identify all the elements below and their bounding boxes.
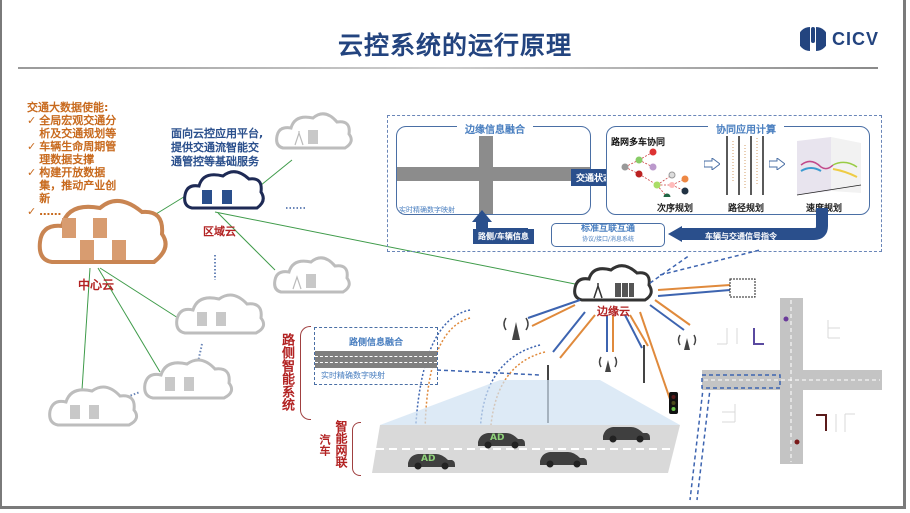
link-regional-edge-side bbox=[217, 212, 276, 271]
traffic-state-arrow: 交通状态 bbox=[571, 169, 618, 186]
connected-vehicles-label-b: 汽车 bbox=[318, 434, 331, 456]
edge-computing-panel bbox=[387, 115, 882, 252]
antenna-main bbox=[512, 322, 520, 340]
info-board-icon bbox=[729, 278, 756, 298]
road-vertical bbox=[479, 132, 493, 214]
logo-text: CICV bbox=[832, 28, 880, 49]
edge-fusion-title: 边缘信息融合 bbox=[457, 121, 533, 136]
car-wheels bbox=[414, 435, 644, 470]
hollow-arrow-icon bbox=[769, 158, 785, 170]
intersection-map bbox=[701, 298, 882, 464]
ad-badge: AD bbox=[490, 433, 505, 443]
antenna-pole bbox=[643, 345, 645, 383]
commands-arrow: 车辆与交通信号指令 bbox=[705, 232, 777, 241]
link-center-cloud-a bbox=[99, 267, 179, 319]
sensor-coverage bbox=[380, 380, 680, 425]
page-title: 云控系统的运行原理 bbox=[337, 31, 572, 60]
note-item: ✓构建开放数据集，推动产业创新 bbox=[27, 166, 117, 205]
gray-server-icons bbox=[70, 130, 318, 419]
regional-cloud-label: 区域云 bbox=[203, 225, 236, 238]
gray-antenna-icons bbox=[292, 131, 304, 290]
note-item: ✓全局宏观交通分析及交通规划等 bbox=[27, 114, 117, 140]
multi-vehicle-label: 路网多车协同 bbox=[611, 138, 666, 148]
check-icon: ✓ bbox=[27, 205, 37, 218]
notes-heading: 交通大数据使能: bbox=[27, 101, 109, 114]
edge-fusion-box: 实时精确数字映射 bbox=[396, 126, 591, 215]
center-cloud-label: 中心云 bbox=[78, 278, 115, 292]
check-icon: ✓ bbox=[27, 114, 37, 127]
link-center-cloud-c bbox=[81, 267, 91, 391]
regional-note: 面向云控应用平台, 提供交通流智能交 通管控等基础服务 bbox=[171, 127, 264, 168]
antenna-waves bbox=[503, 317, 697, 368]
path-planning-chart bbox=[726, 135, 764, 195]
note-item: ✓车辆生命周期管理数据支撑 bbox=[27, 140, 117, 166]
check-icon: ✓ bbox=[27, 166, 37, 179]
vehicles-bracket bbox=[352, 422, 361, 476]
roadside-fusion-caption: 实时精确数字映射 bbox=[321, 371, 385, 380]
connected-vehicles-label-a: 智能网联 bbox=[334, 420, 348, 468]
note-item: ✓…… bbox=[27, 205, 62, 218]
step-sequence-label: 次序规划 bbox=[657, 204, 694, 214]
edge-arrows bbox=[527, 284, 731, 406]
edge-server bbox=[615, 283, 634, 297]
standard-title: 标准互联互通 bbox=[580, 224, 635, 234]
edge-antenna-icon bbox=[593, 283, 603, 299]
coop-computing-title: 协同应用计算 bbox=[708, 121, 784, 136]
antenna-small-1 bbox=[605, 360, 611, 372]
link-regional-edge-main bbox=[214, 211, 581, 286]
road-horizontal bbox=[397, 167, 590, 181]
edge-cloud-icon bbox=[573, 264, 653, 302]
roadside-info-arrow: 路侧/车辆信息 bbox=[473, 229, 534, 244]
standard-subtitle: 协议/接口/消息系统 bbox=[581, 236, 635, 243]
antenna-small-2 bbox=[684, 338, 690, 350]
roadside-bracket bbox=[300, 326, 311, 420]
edge-cloud-label: 边缘云 bbox=[597, 305, 630, 318]
cicv-logo: CICV bbox=[800, 24, 885, 54]
ad-badge: AD bbox=[421, 454, 436, 464]
speed-planning-chart bbox=[796, 137, 862, 196]
center-servers bbox=[62, 218, 126, 260]
roadside-fusion-title: 路侧信息融合 bbox=[348, 338, 403, 348]
coop-computing-box: 路网多车协同 次序规划 路径规划 速度规划 bbox=[606, 126, 870, 215]
check-icon: ✓ bbox=[27, 140, 37, 153]
roadside-system-label: 路侧智能系统 bbox=[279, 333, 294, 411]
cicv-logo-icon bbox=[800, 27, 826, 51]
link-center-cloud-b bbox=[97, 267, 161, 373]
big-data-notes: 交通大数据使能: ✓全局宏观交通分析及交通规划等 ✓车辆生命周期管理数据支撑 ✓… bbox=[27, 101, 127, 218]
regional-servers bbox=[202, 190, 232, 204]
roadside-fusion-box: 路侧信息融合 实时精确数字映射 bbox=[314, 327, 438, 385]
title-divider bbox=[18, 67, 878, 69]
edge-fusion-caption: 实时精确数字映射 bbox=[399, 206, 455, 214]
roadside-road bbox=[315, 351, 437, 368]
hollow-arrow-icon bbox=[704, 158, 720, 170]
standard-interconnect-box: 标准互联互通 协议/接口/消息系统 bbox=[551, 223, 665, 247]
step-path-label: 路径规划 bbox=[728, 204, 765, 214]
sequence-graph bbox=[621, 148, 689, 197]
